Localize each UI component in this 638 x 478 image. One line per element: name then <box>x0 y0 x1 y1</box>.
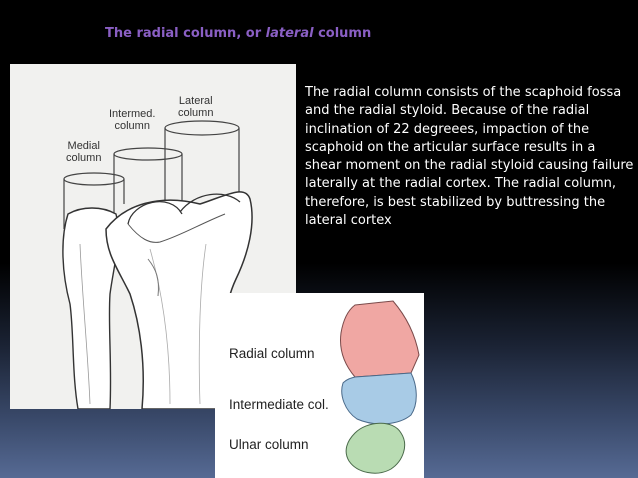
lateral-label-line2: column <box>178 107 214 119</box>
intermediate-column-top <box>113 147 183 161</box>
intermed-label-line1: Intermed. <box>109 108 156 120</box>
slide-title: The radial column, or lateral column <box>105 26 371 41</box>
radial-column-label: Radial column <box>229 346 315 361</box>
ulna-bone <box>62 207 119 409</box>
medial-label-line2: column <box>66 152 102 164</box>
lateral-label-line1: Lateral <box>178 95 213 107</box>
body-text: The radial column consists of the scapho… <box>305 85 634 229</box>
body-paragraph: The radial column consists of the scapho… <box>305 84 635 230</box>
carpal-regions-drawing <box>340 300 420 474</box>
medial-column-top <box>63 172 125 186</box>
intermed-label-line2: column <box>114 120 150 132</box>
title-italic: lateral <box>265 26 314 41</box>
lateral-column-top <box>164 120 240 136</box>
ulnar-column-label: Ulnar column <box>229 437 309 452</box>
title-prefix: The radial column, or <box>105 26 266 41</box>
intermediate-column-region <box>341 372 417 425</box>
medial-column-label: Medial column <box>66 140 101 164</box>
medial-label-line1: Medial <box>67 140 100 152</box>
radial-column-region <box>340 300 420 378</box>
carpal-columns-diagram: Radial column Intermediate col. Ulnar co… <box>215 293 424 478</box>
intermediate-column-label: Intermediate col. <box>229 397 329 412</box>
lateral-column-label: Lateral column <box>178 95 213 119</box>
title-suffix: column <box>313 26 372 41</box>
ulnar-column-region <box>345 422 406 474</box>
intermediate-column-label: Intermed. column <box>109 108 155 132</box>
